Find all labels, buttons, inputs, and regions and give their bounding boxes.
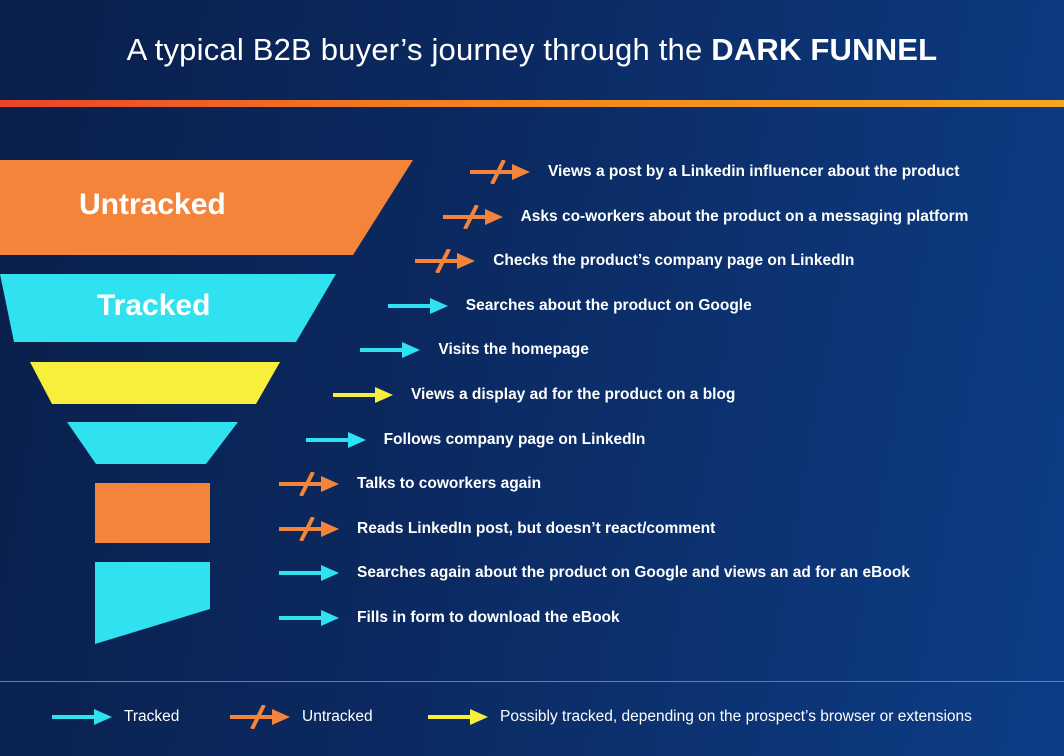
tracked-arrow-icon [305, 431, 366, 448]
legend-item-untracked: Untracked [228, 705, 373, 729]
untracked-arrow-icon [470, 160, 530, 184]
journey-step: Asks co-workers about the product on a m… [441, 204, 969, 229]
journey-step: Checks the product’s company page on Lin… [413, 249, 855, 274]
funnel-segment-tracked [0, 274, 336, 342]
journey-step: Views a post by a Linkedin influencer ab… [468, 160, 959, 184]
legend-label: Possibly tracked, depending on the prosp… [500, 708, 972, 725]
journey-step-text: Searches again about the product on Goog… [357, 564, 910, 582]
untracked-arrow-icon [279, 472, 339, 497]
journey-step: Searches about the product on Google [386, 294, 752, 318]
tracked-arrow-icon [279, 565, 339, 582]
funnel-segment-untracked [0, 160, 413, 255]
journey-step: Fills in form to download the eBook [277, 606, 620, 630]
journey-step-text: Checks the product’s company page on Lin… [493, 252, 855, 270]
untracked-arrow-icon [415, 249, 476, 274]
journey-step-text: Asks co-workers about the product on a m… [520, 207, 969, 225]
journey-step-text: Fills in form to download the eBook [357, 609, 620, 626]
journey-step: Follows company page on LinkedIn [304, 428, 646, 452]
journey-step-text: Views a post by a Linkedin influencer ab… [548, 163, 960, 180]
legend-label: Untracked [302, 708, 373, 725]
title-prefix: A typical B2B buyer’s journey through th… [126, 32, 712, 67]
untracked-arrow-icon [230, 705, 290, 729]
journey-step: Searches again about the product on Goog… [277, 561, 910, 585]
legend-divider [0, 681, 1064, 682]
header-accent-bar [0, 100, 1064, 107]
title-emphasis: DARK FUNNEL [711, 32, 938, 67]
journey-step: Talks to coworkers again [277, 472, 542, 497]
journey-step-text: Views a display ad for the product on a … [411, 386, 736, 403]
legend-label: Tracked [124, 708, 180, 725]
journey-step-text: Follows company page on LinkedIn [383, 430, 646, 448]
journey-step-text: Visits the homepage [438, 341, 589, 359]
page-title: A typical B2B buyer’s journey through th… [0, 32, 1064, 68]
journey-step: Views a display ad for the product on a … [331, 383, 735, 407]
funnel-segment-tracked-small [67, 422, 238, 464]
untracked-arrow-icon [442, 204, 503, 229]
funnel-segment-untracked-box [95, 483, 210, 543]
funnel-label-tracked: Tracked [97, 289, 211, 322]
tracked-arrow-icon [360, 342, 421, 359]
untracked-arrow-icon [279, 516, 339, 541]
journey-step-text: Searches about the product on Google [465, 296, 752, 314]
tracked-arrow-icon [52, 709, 112, 725]
legend-item-possibly: Possibly tracked, depending on the prosp… [426, 705, 972, 729]
tracked-arrow-icon [387, 297, 448, 314]
possibly-tracked-arrow-icon [333, 387, 393, 403]
possibly-tracked-arrow-icon [428, 709, 488, 725]
funnel-segment-possibly-tracked [30, 362, 280, 404]
funnel-label-untracked: Untracked [79, 188, 226, 221]
funnel-spout-tracked [95, 562, 210, 644]
tracked-arrow-icon [279, 610, 339, 626]
journey-step-text: Reads LinkedIn post, but doesn’t react/c… [357, 519, 716, 537]
journey-step: Reads LinkedIn post, but doesn’t react/c… [277, 516, 716, 541]
journey-step: Visits the homepage [358, 338, 589, 362]
journey-step-text: Talks to coworkers again [357, 475, 542, 493]
legend-item-tracked: Tracked [50, 705, 179, 729]
